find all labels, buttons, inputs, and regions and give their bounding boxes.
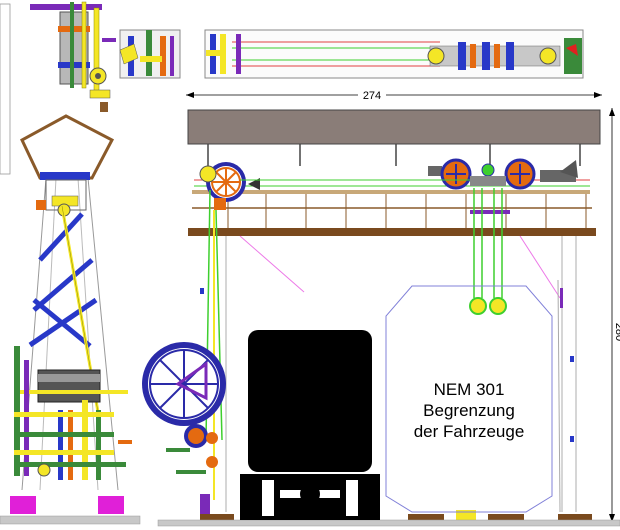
- clearance-gauge-outline: [385, 285, 553, 513]
- gauge-subtitle-1: Begrenzung: [423, 401, 515, 420]
- height-dimension: 280: [609, 108, 620, 522]
- winch-top-view: [30, 1, 116, 112]
- trolley-top-view: [204, 29, 584, 79]
- gauge-subtitle-2: der Fahrzeuge: [414, 422, 525, 441]
- height-dimension-label: 280: [613, 323, 620, 341]
- crane-front-view: [142, 109, 620, 527]
- tower-side-view: [0, 114, 141, 525]
- gearbox-top-view: [119, 29, 181, 79]
- width-dimension: 274: [186, 88, 602, 102]
- frame-edge: [0, 3, 11, 175]
- gauge-title: NEM 301: [434, 380, 505, 399]
- width-dimension-label: 274: [363, 90, 381, 102]
